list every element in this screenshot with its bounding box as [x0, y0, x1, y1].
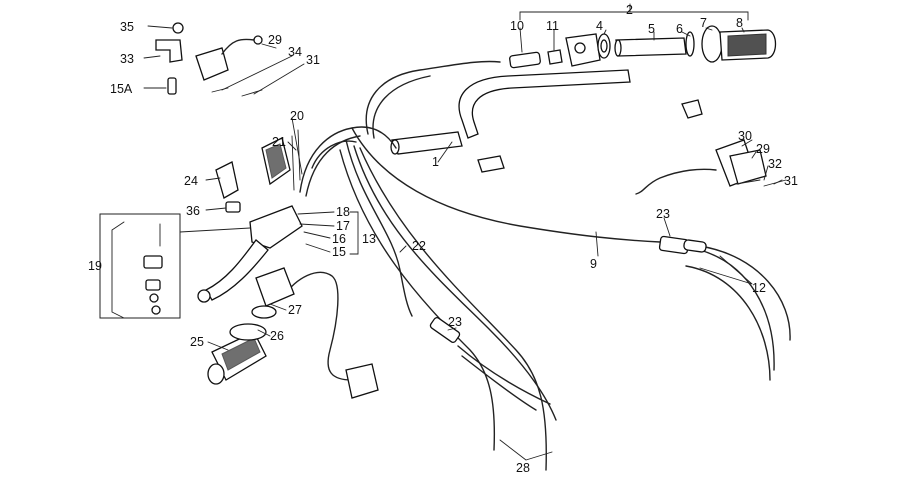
clutch-switch-parts: [215, 129, 301, 213]
label-31-right: 31: [784, 174, 798, 188]
label-1: 1: [432, 155, 439, 169]
throttle-grip-assembly: [509, 25, 777, 119]
label-7: 7: [700, 16, 707, 30]
label-26: 26: [270, 329, 284, 343]
label-25: 25: [190, 335, 204, 349]
label-29-right: 29: [756, 142, 770, 156]
label-32: 32: [768, 157, 782, 171]
label-17: 17: [336, 219, 350, 233]
label-35: 35: [120, 20, 134, 34]
label-15A: 15A: [110, 82, 133, 96]
label-8: 8: [736, 16, 743, 30]
label-24: 24: [184, 174, 198, 188]
label-22: 22: [412, 239, 426, 253]
label-9: 9: [590, 257, 597, 271]
cable-bundle: [283, 60, 717, 471]
label-21: 21: [272, 135, 286, 149]
label-12: 12: [752, 281, 766, 295]
label-28: 28: [516, 461, 530, 475]
label-19: 19: [88, 259, 102, 273]
label-27: 27: [288, 303, 302, 317]
label-20: 20: [290, 109, 304, 123]
label-31-left: 31: [306, 53, 320, 67]
label-29-left: 29: [268, 33, 282, 47]
label-36: 36: [186, 204, 200, 218]
top-left-switch: [143, 22, 263, 97]
label-2: 2: [626, 3, 633, 17]
cable-23-lower: [429, 317, 551, 411]
label-30: 30: [738, 129, 752, 143]
label-34: 34: [288, 45, 302, 59]
leader-lines: [143, 3, 783, 461]
label-18: 18: [336, 205, 350, 219]
label-33: 33: [120, 52, 134, 66]
clutch-lever-assembly: [197, 205, 379, 399]
label-16: 16: [332, 232, 346, 246]
label-10: 10: [510, 19, 524, 33]
label-4: 4: [596, 19, 603, 33]
right-switch: [715, 139, 787, 187]
label-11: 11: [546, 19, 559, 33]
part-labels: 35 33 15A 29 34 31 2 10 11 4 5 6 7 8 1 2…: [88, 3, 798, 475]
label-5: 5: [648, 22, 655, 36]
handlebar: [390, 69, 631, 173]
label-23-right: 23: [656, 207, 670, 221]
label-6: 6: [676, 22, 683, 36]
throttle-cables-right: [658, 235, 791, 381]
part-19-group: [99, 213, 251, 319]
label-23-center: 23: [448, 315, 462, 329]
label-15: 15: [332, 245, 346, 259]
label-13: 13: [362, 232, 376, 246]
